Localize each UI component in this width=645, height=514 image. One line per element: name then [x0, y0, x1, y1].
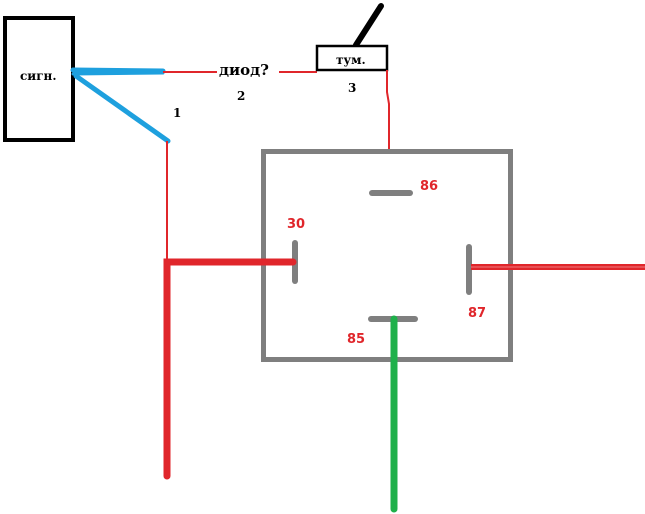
wire-number-1: 1 — [173, 106, 181, 120]
wire-3-to-pin-86 — [386, 70, 390, 192]
blue-wire-top — [70, 67, 166, 74]
pin-label-86: 86 — [420, 179, 438, 194]
alarm-unit-label: сигн. — [20, 69, 57, 83]
pin-label-87: 87 — [468, 306, 486, 321]
relay-body — [261, 149, 513, 362]
pin-label-85: 85 — [347, 332, 365, 347]
wire-number-2: 2 — [237, 89, 245, 103]
toggle-switch-lever — [353, 3, 384, 48]
wire-number-3: 3 — [348, 81, 356, 95]
diode-label: диод? — [219, 61, 269, 79]
toggle-switch-body — [315, 44, 389, 72]
pin-label-30: 30 — [287, 217, 305, 232]
thick-red-wire-pin-30 — [163, 258, 297, 480]
toggle-switch-label: тум. — [336, 53, 366, 67]
blue-wire-top-2 — [71, 71, 165, 76]
alarm-unit-box — [3, 16, 75, 142]
blue-wire-diagonal — [73, 73, 171, 144]
